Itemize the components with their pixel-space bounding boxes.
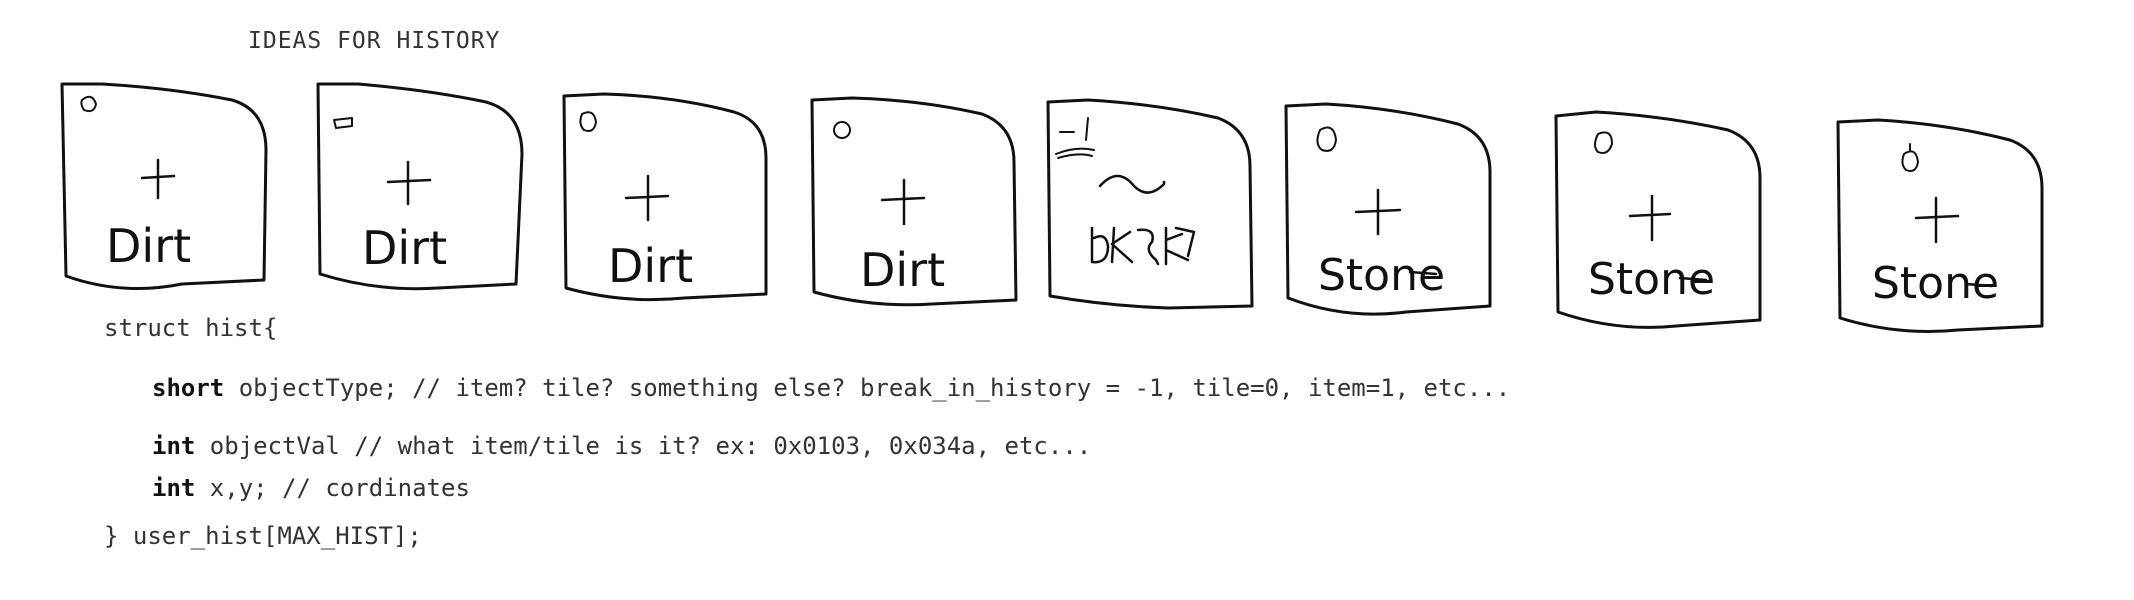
crosshair-icon <box>1914 196 1960 244</box>
code-line-coordinates-text: x,y; // cordinates <box>195 474 470 502</box>
code-line-objecttype: short objectType; // item? tile? somethi… <box>152 374 1510 402</box>
keyword-int: int <box>152 432 196 460</box>
scribble-glyphs <box>1090 226 1196 266</box>
keyword-short: short <box>152 374 225 402</box>
card-label: Stone <box>1318 250 1445 301</box>
dirt-corner-icon <box>833 121 851 139</box>
card-label: Dirt <box>106 219 191 273</box>
code-line-coordinates: int x,y; // cordinates <box>152 474 470 502</box>
history-card: Stone <box>1554 110 1762 329</box>
crosshair-icon <box>624 174 670 222</box>
keyword-int: int <box>152 474 196 502</box>
card-label: Dirt <box>860 243 945 297</box>
code-line-struct-close: } user_hist[MAX_HIST]; <box>104 522 422 550</box>
history-card: Stone <box>1836 118 2044 333</box>
code-line-objecttype-text: objectType; // item? tile? something els… <box>224 374 1511 402</box>
page-title: IDEAS FOR HISTORY <box>248 28 501 54</box>
tilde-mark <box>1098 174 1166 194</box>
dirt-corner-icon <box>333 117 353 129</box>
crosshair-icon <box>386 160 432 206</box>
stone-corner-icon <box>1901 143 1919 172</box>
code-line-objectval: int objectVal // what item/tile is it? e… <box>152 432 1091 460</box>
crosshair-icon <box>140 158 176 200</box>
history-card-break <box>1046 98 1254 310</box>
crosshair-icon <box>1628 194 1672 242</box>
crosshair-icon <box>880 178 926 226</box>
code-line-struct-open: struct hist{ <box>104 314 278 342</box>
stone-corner-icon <box>1316 126 1337 152</box>
dirt-corner-icon <box>80 95 97 113</box>
break-scribble-icon <box>1055 117 1095 159</box>
dirt-corner-icon <box>579 111 597 132</box>
history-card: Dirt <box>60 82 268 290</box>
history-card: Stone <box>1284 102 1492 316</box>
card-label: Dirt <box>608 239 693 293</box>
stone-corner-icon <box>1594 131 1613 154</box>
code-line-objectval-text: objectVal // what item/tile is it? ex: 0… <box>195 432 1092 460</box>
history-card: Dirt <box>810 96 1018 307</box>
history-card: Dirt <box>316 82 524 291</box>
card-label: Dirt <box>362 221 447 275</box>
card-label: Stone <box>1872 258 1999 309</box>
history-card: Dirt <box>562 92 768 302</box>
crosshair-icon <box>1354 188 1402 236</box>
